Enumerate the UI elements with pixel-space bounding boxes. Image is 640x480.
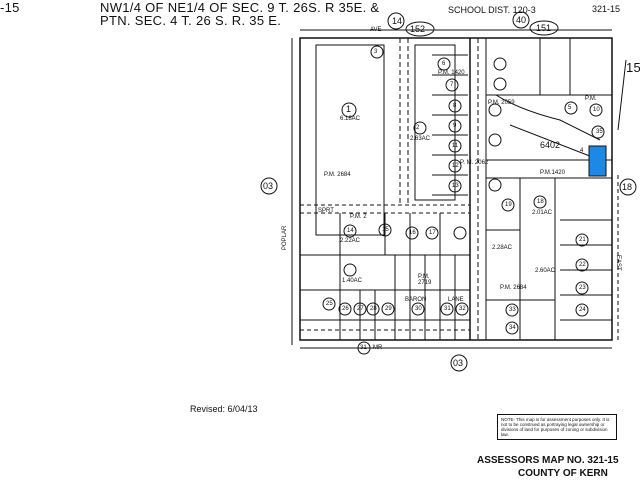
parcel-10: 10 bbox=[593, 107, 600, 113]
parcel-4: 4 bbox=[580, 148, 584, 154]
book-circle-40: 40 bbox=[516, 15, 527, 25]
east-street-label: EAST bbox=[615, 255, 621, 271]
parcel-33: 33 bbox=[509, 307, 516, 313]
book-page-152: 152 bbox=[410, 24, 426, 34]
parcel-24: 24 bbox=[579, 307, 586, 313]
parcel-19: 19 bbox=[505, 202, 512, 208]
parcel-8: 8 bbox=[453, 103, 457, 109]
parcel-21-area: 2.60AC bbox=[535, 268, 556, 274]
road-circle-31: 31 bbox=[360, 345, 367, 351]
county-label: COUNTY OF KERN bbox=[518, 468, 608, 479]
parcel-26: 26 bbox=[342, 306, 349, 312]
parcel-25: 25 bbox=[326, 301, 333, 307]
parcel-6: 6 bbox=[442, 61, 446, 67]
corner-right-number: 321-15 bbox=[592, 4, 621, 14]
parcel-area-left: 1.40AC bbox=[342, 278, 363, 284]
book-circle-14: 14 bbox=[392, 16, 403, 26]
parcel-12: 12 bbox=[452, 163, 459, 169]
parcel-7: 7 bbox=[450, 82, 454, 88]
parcel-5: 5 bbox=[568, 105, 572, 111]
mr-label: MR bbox=[373, 345, 383, 351]
lane-label: LANE bbox=[448, 297, 464, 303]
parcel-30: 30 bbox=[415, 306, 422, 312]
road-circle-03-bottom: 03 bbox=[453, 358, 464, 368]
parcel-6402: 6402 bbox=[540, 140, 561, 150]
parcel-27: 27 bbox=[357, 306, 364, 312]
parcel-35: 35 bbox=[596, 129, 603, 135]
parcel-3: 3 bbox=[374, 49, 378, 55]
school-district-label: SCHOOL DIST. 120-3 bbox=[448, 5, 536, 15]
assessors-map-number: ASSESSORS MAP NO. 321-15 bbox=[477, 455, 619, 466]
sprt-label: SPRT bbox=[318, 208, 334, 214]
corner-right-far: 15 bbox=[626, 60, 640, 75]
parcel-2-area: 2.63AC bbox=[410, 136, 431, 142]
parcel-1-area: 6.18AC bbox=[340, 116, 361, 122]
pm-1420: P.M. 1420 bbox=[438, 70, 465, 76]
parcel-18: 18 bbox=[537, 199, 544, 205]
corner-left-number: -15 bbox=[0, 0, 20, 15]
pm-left: P.M. 2 bbox=[350, 214, 367, 220]
pm-2684-top: P.M. 2684 bbox=[324, 172, 351, 178]
disclaimer-note: NOTE- This map is for assessment purpose… bbox=[497, 414, 617, 440]
parcel-28: 28 bbox=[370, 306, 377, 312]
poplar-street-label: POPLAR bbox=[282, 225, 288, 250]
parcel-22: 22 bbox=[579, 262, 586, 268]
parcel-20-area: 2.28AC bbox=[492, 245, 513, 251]
parcel-13: 13 bbox=[452, 183, 459, 189]
parcel-21: 21 bbox=[579, 237, 586, 243]
parcel-15: 15 bbox=[382, 227, 389, 233]
parcel-14-area: 2.22AC bbox=[340, 238, 361, 244]
pm-2684-right: P.M. 2684 bbox=[500, 285, 527, 291]
parcel-14: 14 bbox=[347, 228, 354, 234]
pm-1420b: P.M.1420 bbox=[540, 170, 565, 176]
parcel-17: 17 bbox=[429, 230, 436, 236]
road-circle-18-right: 18 bbox=[622, 182, 633, 192]
pm-2062: P. M. 2062 bbox=[460, 160, 489, 166]
parcel-9: 9 bbox=[453, 123, 457, 129]
pm-2059: P.M. 2059 bbox=[488, 100, 515, 106]
ave-label: AVE bbox=[370, 27, 382, 33]
parcel-11: 11 bbox=[452, 143, 459, 149]
pm-2719: P.M. 2719 bbox=[418, 274, 432, 286]
book-page-151: 151 bbox=[536, 23, 552, 33]
parcel-23: 23 bbox=[579, 285, 586, 291]
pm-small: P.M. bbox=[585, 96, 597, 102]
parcel-1: 1 bbox=[346, 104, 352, 114]
parcel-2: 2 bbox=[416, 125, 420, 131]
baron-label: BARON bbox=[405, 297, 427, 303]
parcel-34: 34 bbox=[509, 325, 516, 331]
revised-date: Revised: 6/04/13 bbox=[190, 404, 258, 414]
map-title-line2: PTN. SEC. 4 T. 26 S. R. 35 E. bbox=[100, 13, 282, 28]
parcel-18-area: 2.01AC bbox=[532, 210, 553, 216]
parcel-31: 31 bbox=[444, 306, 451, 312]
road-circle-03-left: 03 bbox=[263, 181, 274, 191]
map-title-line1: NW1/4 OF NE1/4 OF SEC. 9 T. 26S. R 35E. … bbox=[100, 0, 380, 15]
parcel-29: 29 bbox=[385, 306, 392, 312]
parcel-16: 16 bbox=[409, 230, 416, 236]
parcel-32: 32 bbox=[459, 306, 466, 312]
